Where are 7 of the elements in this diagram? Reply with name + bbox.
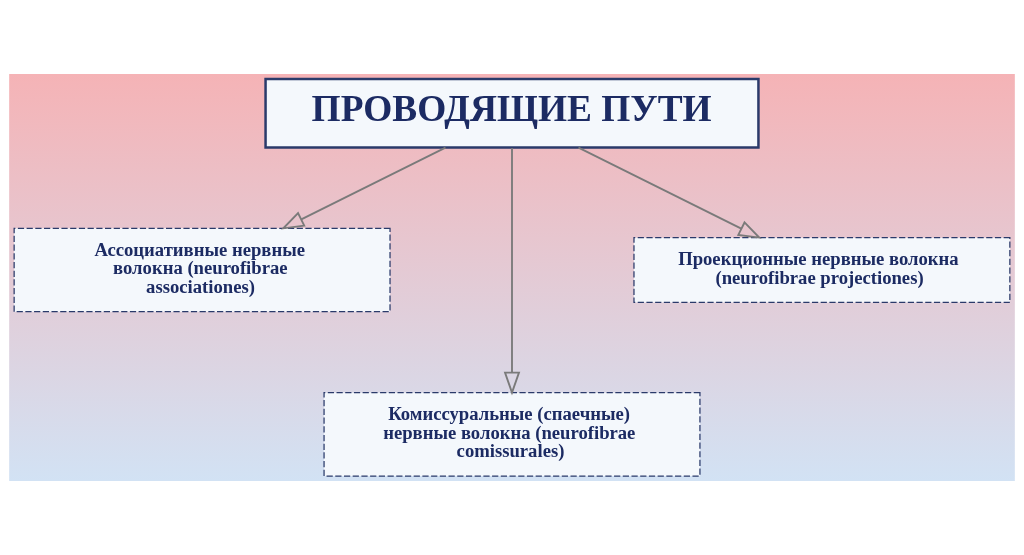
node-box: ПРОВОДЯЩИЕ ПУТИ [264,77,760,149]
node-box: Проекционные нервные волокна (neurofibrae projectiones) [633,237,1011,303]
arrow [503,147,521,396]
arrow [280,146,447,230]
arrow [577,146,762,239]
node-box: Комиссуральные (спаечные) нервные волокна (neurofibrae comissurales) [323,392,701,477]
node-box: Ассоциативные нервные волокна (neurofibrae associationes) [13,227,391,313]
